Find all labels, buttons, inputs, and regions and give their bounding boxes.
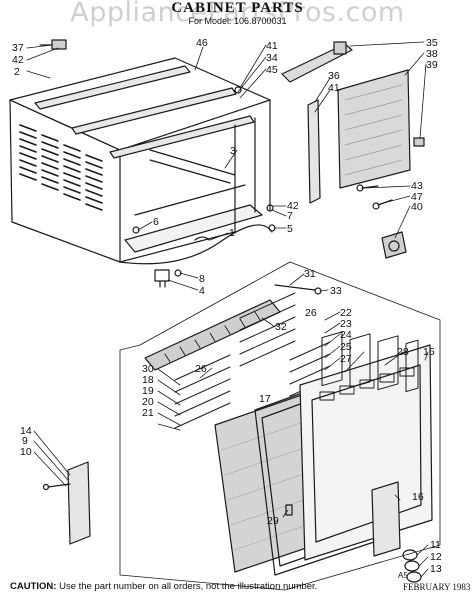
caution-note: CAUTION: Use the part number on all orde… [10,581,317,592]
callout: 32 [275,321,287,333]
callout: 18 [142,374,154,386]
callout: 46 [196,37,208,49]
callout: 19 [142,385,154,397]
diagram-title: CABINET PARTS [171,0,304,16]
callout: 20 [142,396,154,408]
callout: 5 [287,223,293,235]
leader-lines [26,41,429,578]
callout: 34 [266,52,278,64]
callout: 30 [142,363,154,375]
callout: 45 [266,64,278,76]
callout: 8 [199,273,205,285]
callout: 23 [340,318,352,330]
callout: 33 [330,285,342,297]
callout: 1 [229,227,235,239]
illustration-code: A5 [398,571,408,580]
callout: 28 [397,346,409,358]
callout: 43 [411,180,423,192]
cabinet-shell [9,57,276,288]
callout: 40 [411,201,423,213]
callout: 9 [22,435,28,447]
callout: 17 [259,393,271,405]
callout-numbers: 37 42 2 46 41 34 45 35 38 39 36 41 3 6 7… [12,37,442,575]
callout: 15 [423,346,435,358]
caution-label: CAUTION: [10,581,57,592]
watermark: AppliancePartsPros.com [70,0,405,28]
callout: 39 [426,59,438,71]
callout: 16 [412,491,424,503]
callout: 47 [411,191,423,203]
front-grille-assembly [42,261,441,591]
callout: 2 [14,66,20,78]
callout: 41 [328,82,340,94]
callout: 27 [340,353,352,365]
callout: 35 [426,37,438,49]
callout: 22 [340,307,352,319]
callout: 31 [304,268,316,280]
callout: 26 [195,363,207,375]
model-number: For Model: 106.8700031 [188,16,287,26]
revision-date: FEBRUARY 1983 [403,582,471,592]
callout: 14 [20,425,32,437]
callout: 13 [430,563,442,575]
callout: 3 [230,145,236,157]
callout: 29 [267,515,279,527]
callout: 6 [153,216,159,228]
top-rail-and-filter [39,39,425,259]
callout: 24 [340,329,352,341]
callout: 25 [340,341,352,353]
callout: 12 [430,551,442,563]
callout: 41 [266,40,278,52]
callout: 36 [328,70,340,82]
callout: 7 [287,210,293,222]
callout: 26 [305,307,317,319]
callout: 38 [426,48,438,60]
callout: 42 [12,54,24,66]
callout: 11 [430,539,441,551]
callout: 4 [199,285,205,297]
callout: 42 [287,200,299,212]
callout: 37 [12,42,24,54]
callout: 10 [20,446,32,458]
caution-text: Use the part number on all orders, not t… [59,581,318,592]
callout: 21 [142,407,154,419]
